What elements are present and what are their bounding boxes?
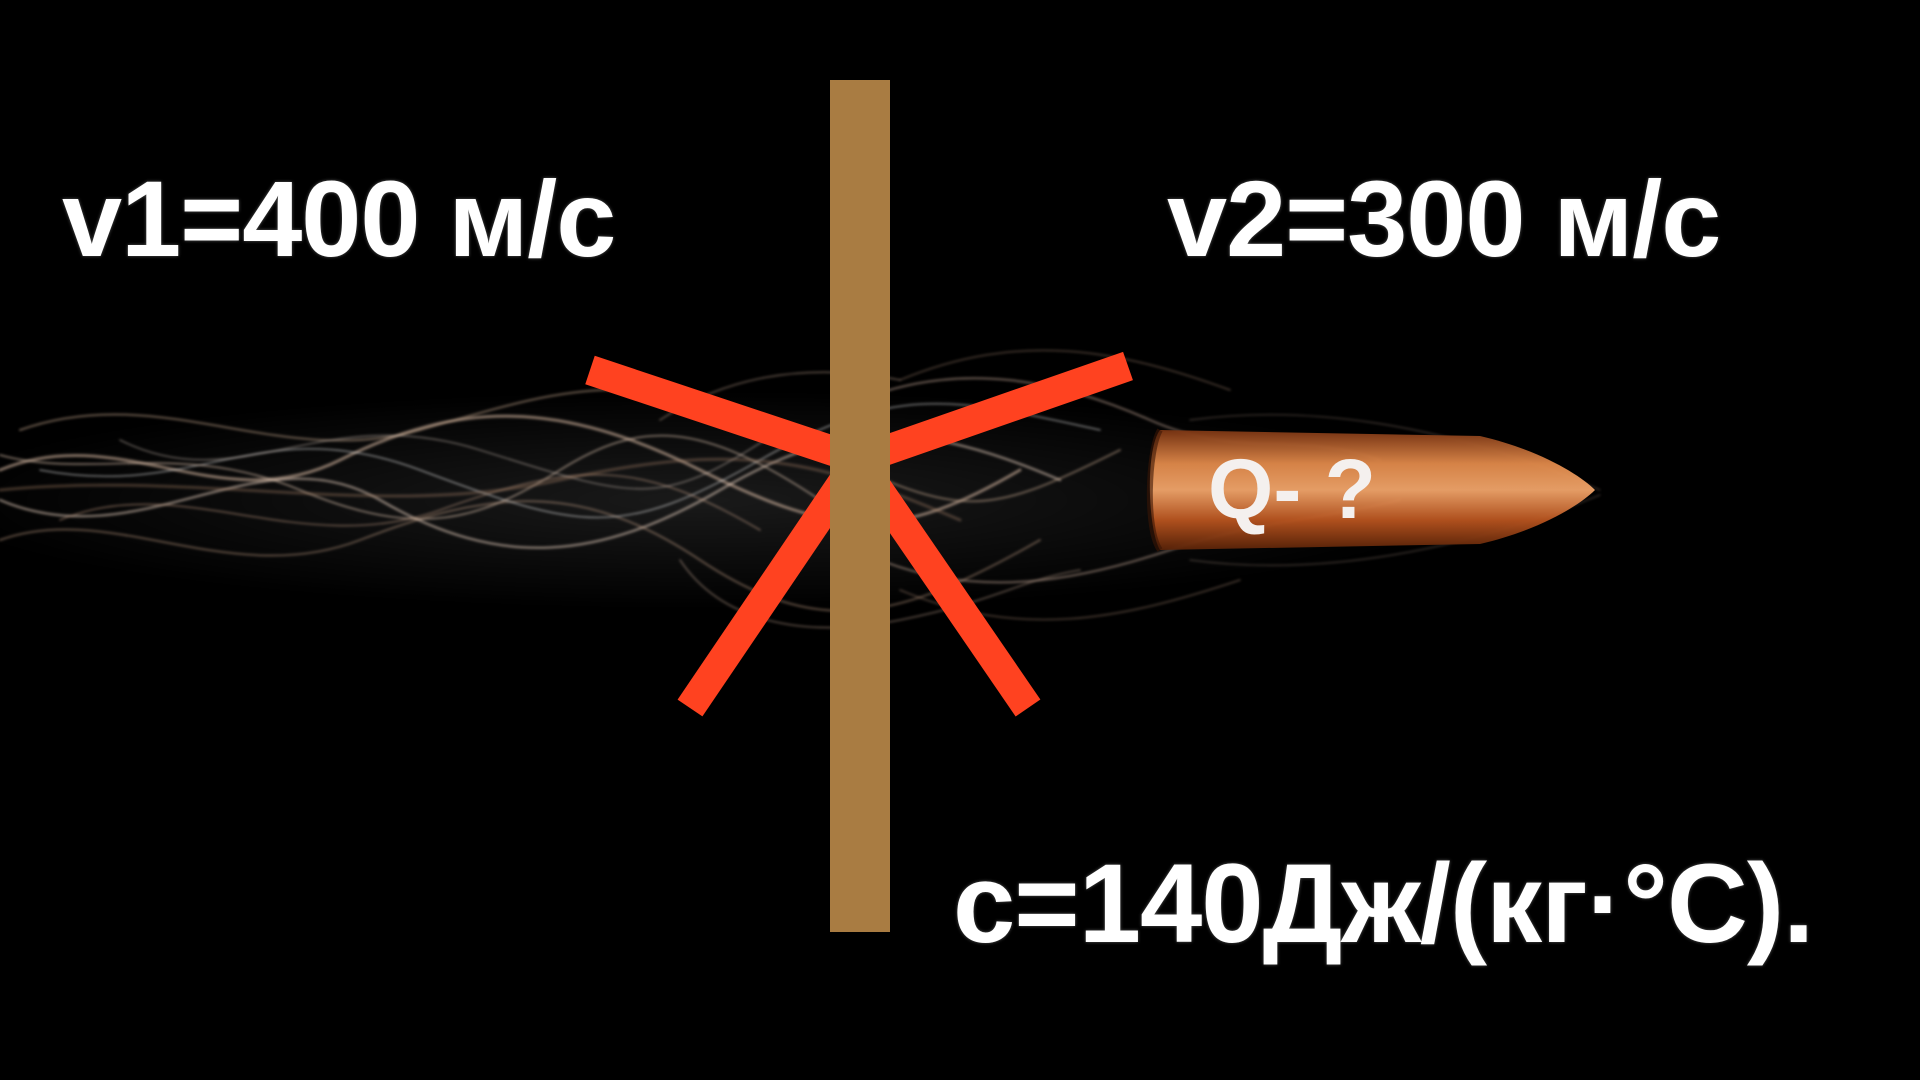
final-velocity-label: v2=300 м/с [1167,158,1721,279]
heat-question-label: Q- ? [1208,442,1376,536]
initial-velocity-label: v1=400 м/с [62,158,616,279]
specific-heat-label: с=140Дж/(кг·°С). [953,841,1814,966]
bullet [1146,428,1595,552]
wooden-board [830,80,890,932]
